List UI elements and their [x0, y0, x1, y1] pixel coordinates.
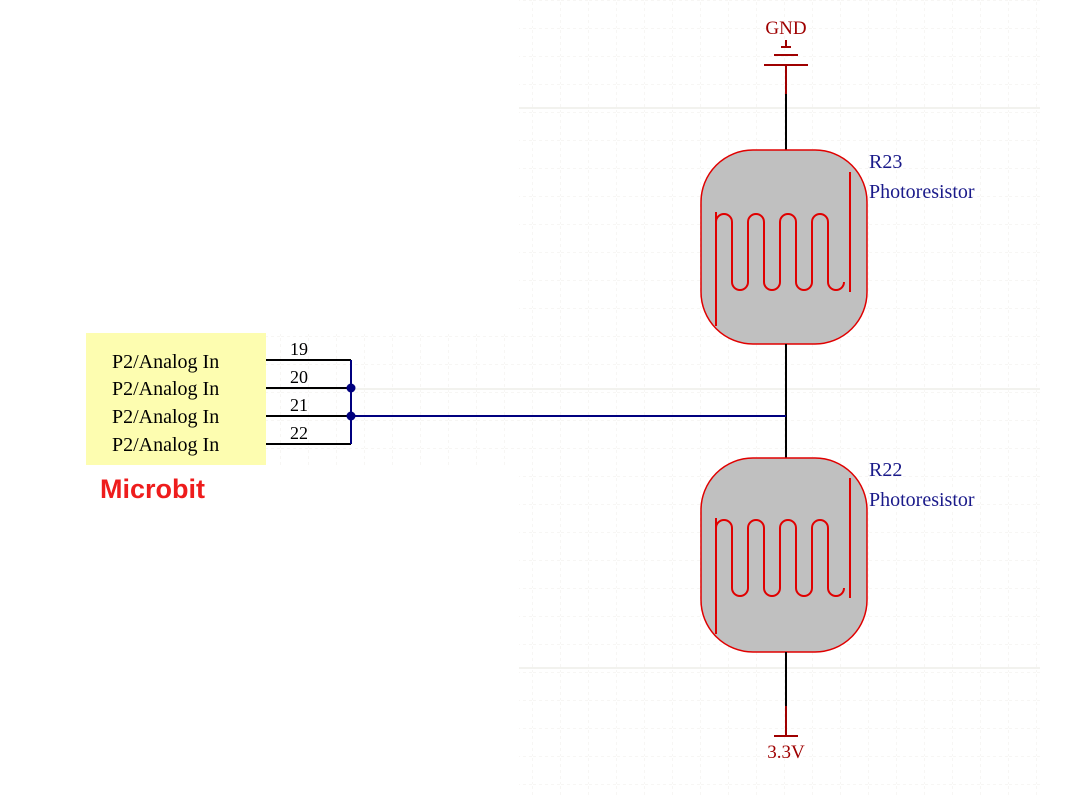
pin-number: 22 — [290, 423, 308, 443]
header-pin-21[interactable]: P2/Analog In 21 — [112, 395, 351, 428]
pin-number: 20 — [290, 367, 308, 387]
r22-type-label: Photoresistor — [869, 489, 975, 511]
gnd-label: GND — [765, 18, 806, 39]
pin-number: 21 — [290, 395, 308, 415]
microbit-label: Microbit — [100, 474, 205, 504]
r23-designator: R23 — [869, 151, 902, 173]
pin-name: P2/Analog In — [112, 434, 219, 456]
gnd-power-port[interactable]: GND — [764, 18, 808, 94]
grid-region-right — [519, 0, 1040, 798]
pin-number: 19 — [290, 339, 308, 359]
vcc-label: 3.3V — [767, 742, 805, 763]
pin-name: P2/Analog In — [112, 351, 219, 373]
junction-dot — [346, 383, 356, 393]
header-pin-22[interactable]: P2/Analog In 22 — [112, 423, 351, 456]
signal-net[interactable] — [346, 360, 787, 444]
vcc-power-port[interactable]: 3.3V — [767, 706, 805, 763]
r23-photoresistor[interactable]: R23 Photoresistor — [700, 149, 975, 345]
header-pin-19[interactable]: P2/Analog In 19 — [112, 339, 351, 373]
r22-photoresistor[interactable]: R22 Photoresistor — [700, 457, 975, 653]
r23-type-label: Photoresistor — [869, 181, 975, 203]
r23-body — [700, 149, 868, 345]
pin-name: P2/Analog In — [112, 406, 219, 428]
r23-serpentine-track — [715, 213, 845, 292]
junction-dot — [346, 411, 356, 421]
r22-serpentine-track — [715, 519, 845, 598]
r22-body — [700, 457, 868, 653]
r22-designator: R22 — [869, 459, 902, 481]
pin-name: P2/Analog In — [112, 378, 219, 400]
header-body — [86, 333, 266, 465]
microbit-header[interactable]: P2/Analog In 19 P2/Analog In 20 P2/Analo… — [86, 333, 351, 504]
header-pin-20[interactable]: P2/Analog In 20 — [112, 367, 351, 400]
